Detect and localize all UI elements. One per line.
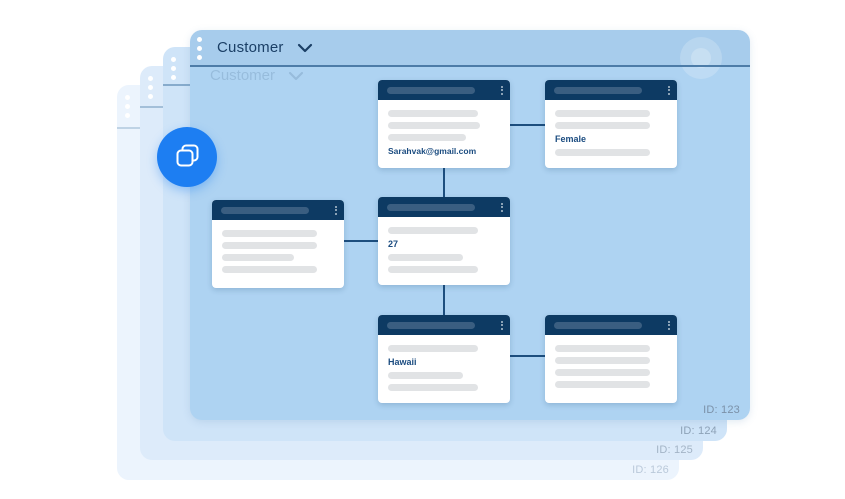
card-body <box>212 220 344 273</box>
connector-location-right <box>510 355 545 357</box>
card-header <box>378 315 510 335</box>
card-value-email: Sarahvak@gmail.com <box>388 146 477 156</box>
placeholder-bar <box>388 134 466 141</box>
placeholder-bar <box>555 122 650 129</box>
ghost-header-echo: Customer <box>210 67 304 84</box>
panel-id-label: ID: 125 <box>656 444 693 456</box>
placeholder-bar <box>388 372 463 379</box>
placeholder-bar <box>388 345 478 352</box>
card-body: Female <box>545 100 677 156</box>
card-value-location: Hawaii <box>388 357 417 367</box>
placeholder-bar <box>388 110 478 117</box>
record-card-email[interactable]: Sarahvak@gmail.com <box>378 80 510 168</box>
card-value-gender: Female <box>555 134 587 144</box>
panel-id-label: ID: 124 <box>680 425 717 437</box>
placeholder-bar <box>388 122 480 129</box>
card-header <box>545 80 677 100</box>
panel-header: Customer <box>190 30 750 65</box>
record-card-blank-right[interactable] <box>545 315 677 403</box>
placeholder-bar <box>555 357 650 364</box>
kebab-menu-icon[interactable] <box>501 320 503 330</box>
panel-id-label: ID: 123 <box>703 404 740 416</box>
placeholder-bar <box>388 254 463 261</box>
chevron-down-icon <box>288 71 304 80</box>
drag-handle-icon[interactable] <box>125 95 130 118</box>
drag-handle-icon[interactable] <box>148 76 153 99</box>
placeholder-bar <box>555 381 650 388</box>
title-placeholder-bar <box>554 321 642 329</box>
title-placeholder-bar <box>554 86 642 94</box>
title-placeholder-bar <box>387 203 475 211</box>
kebab-menu-icon[interactable] <box>501 202 503 212</box>
title-placeholder-bar <box>221 206 309 214</box>
drag-handle-icon[interactable] <box>197 36 202 60</box>
placeholder-bar <box>222 242 317 249</box>
chevron-down-icon[interactable] <box>297 43 313 53</box>
card-body <box>545 335 677 388</box>
connector-email-gender <box>510 124 545 126</box>
card-header <box>212 200 344 220</box>
panel-title: Customer <box>217 39 284 56</box>
record-card-gender[interactable]: Female <box>545 80 677 168</box>
connector-age-location <box>443 285 445 315</box>
card-header <box>378 80 510 100</box>
record-card-blank-left[interactable] <box>212 200 344 288</box>
copy-icon <box>174 142 201 172</box>
connector-left-age <box>344 240 378 242</box>
placeholder-bar <box>388 266 478 273</box>
card-header <box>545 315 677 335</box>
card-header <box>378 197 510 217</box>
kebab-menu-icon[interactable] <box>668 85 670 95</box>
placeholder-bar <box>555 110 650 117</box>
placeholder-bar <box>555 149 650 156</box>
placeholder-bar <box>222 254 294 261</box>
kebab-menu-icon[interactable] <box>335 205 337 215</box>
card-value-age: 27 <box>388 239 399 249</box>
card-body: Sarahvak@gmail.com <box>378 100 510 156</box>
card-body: 27 <box>378 217 510 273</box>
placeholder-bar <box>388 227 478 234</box>
connector-email-age <box>443 168 445 197</box>
placeholder-bar <box>222 266 317 273</box>
title-placeholder-bar <box>387 86 475 94</box>
panel-id-label: ID: 126 <box>632 464 669 476</box>
placeholder-bar <box>222 230 317 237</box>
title-placeholder-bar <box>387 321 475 329</box>
placeholder-bar <box>555 369 650 376</box>
kebab-menu-icon[interactable] <box>501 85 503 95</box>
kebab-menu-icon[interactable] <box>668 320 670 330</box>
duplicate-button[interactable] <box>157 127 217 187</box>
record-card-age[interactable]: 27 <box>378 197 510 285</box>
panel-header-divider <box>190 65 750 67</box>
placeholder-bar <box>388 384 478 391</box>
ghost-button-decoration <box>680 37 722 79</box>
drag-handle-icon[interactable] <box>171 57 176 80</box>
card-body: Hawaii <box>378 335 510 391</box>
placeholder-bar <box>555 345 650 352</box>
record-card-location[interactable]: Hawaii <box>378 315 510 403</box>
ghost-icon <box>691 48 711 68</box>
